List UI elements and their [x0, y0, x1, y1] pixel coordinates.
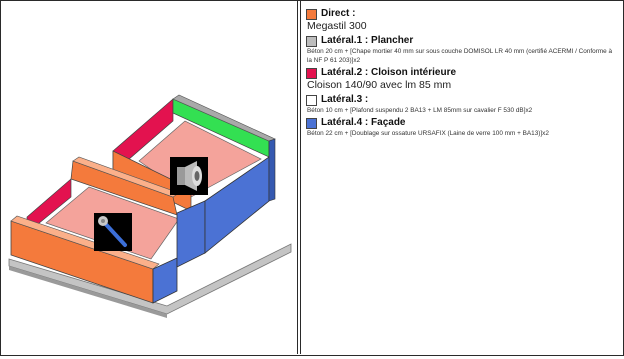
- legend-title-direct: Direct :: [321, 8, 356, 19]
- legend-entry-lateral-3: Latéral.3 : Béton 10 cm + [Plafond suspe…: [306, 94, 618, 115]
- legend-value-lateral-3: Béton 10 cm + [Plafond suspendu 2 BA13 +…: [307, 107, 533, 114]
- legend-title-lateral-4: Latéral.4 : Façade: [321, 117, 406, 128]
- facade-middle: [176, 200, 206, 268]
- legend-title-lateral-3: Latéral.3 :: [321, 94, 369, 105]
- swatch-lateral-4: [306, 117, 317, 129]
- wall-front-top: [10, 215, 160, 270]
- legend-panel: Direct : Megastil 300 Latéral.1 : Planch…: [302, 1, 622, 354]
- facade-front-left: [152, 257, 178, 304]
- legend-entry-lateral-4: Latéral.4 : Façade Béton 22 cm + [Doubla…: [306, 117, 618, 138]
- legend: Direct : Megastil 300 Latéral.1 : Planch…: [306, 8, 618, 140]
- legend-value-lateral-1: Béton 20 cm + [Chape mortier 40 mm sur s…: [307, 48, 613, 64]
- legend-value-lateral-4: Béton 22 cm + [Doublage sur ossature URS…: [307, 130, 549, 137]
- room-3d-drawing: [8, 94, 292, 318]
- swatch-lateral-1: [306, 35, 317, 47]
- legend-title-lateral-2: Latéral.2 : Cloison intérieure: [321, 67, 457, 78]
- legend-title-lateral-1: Latéral.1 : Plancher: [321, 35, 414, 46]
- microphone-icon[interactable]: [94, 213, 132, 251]
- panel-divider[interactable]: [297, 1, 301, 354]
- legend-entry-lateral-1: Latéral.1 : Plancher Béton 20 cm + [Chap…: [306, 35, 618, 65]
- swatch-lateral-2: [306, 67, 317, 79]
- swatch-direct: [306, 8, 317, 20]
- legend-entry-direct: Direct : Megastil 300: [306, 8, 618, 33]
- legend-value-lateral-2: Cloison 140/90 avec lm 85 mm: [307, 79, 452, 91]
- legend-value-direct: Megastil 300: [307, 20, 367, 32]
- legend-entry-lateral-2: Latéral.2 : Cloison intérieure Cloison 1…: [306, 67, 618, 92]
- room-3d-view[interactable]: [1, 1, 297, 354]
- facade-right-edge: [268, 138, 276, 202]
- swatch-lateral-3: [306, 94, 317, 106]
- speaker-icon[interactable]: [170, 157, 208, 195]
- floor-slab-edge: [9, 266, 167, 318]
